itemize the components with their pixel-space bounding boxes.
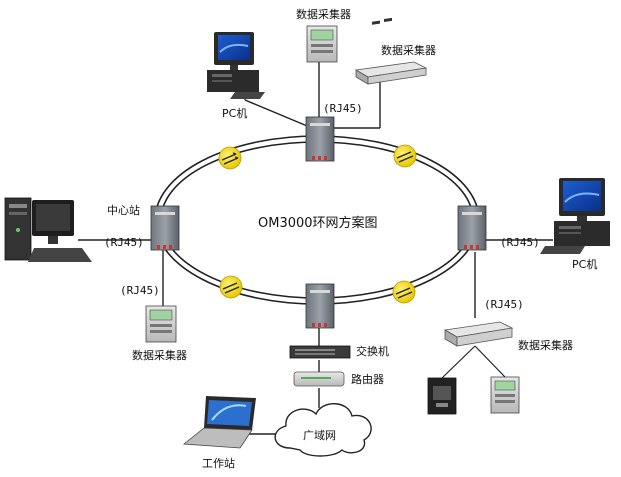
signal-marker bbox=[392, 280, 416, 304]
connection-lines bbox=[78, 62, 553, 435]
label-pc-right: PC机 bbox=[572, 258, 598, 271]
data-collector-top-right-icon bbox=[354, 17, 428, 85]
label-collector-right: 数据采集器 bbox=[518, 339, 573, 352]
switch-icon bbox=[289, 345, 351, 359]
label-collector-top-right: 数据采集器 bbox=[381, 44, 436, 57]
label-router: 路由器 bbox=[351, 373, 384, 386]
data-collector-top-icon bbox=[306, 25, 338, 63]
label-switch: 交换机 bbox=[356, 345, 389, 358]
label-center-station: 中心站 bbox=[107, 204, 140, 217]
ring-device-right bbox=[457, 205, 487, 251]
label-port-top: (RJ45) bbox=[323, 102, 363, 115]
pc-right-icon bbox=[540, 178, 610, 254]
ring-device-top bbox=[305, 116, 335, 162]
label-collector-left: 数据采集器 bbox=[132, 349, 187, 362]
diagram-title: OM3000环网方案图 bbox=[258, 216, 378, 231]
center-station-pc-icon bbox=[4, 197, 92, 262]
meter-gray-icon bbox=[490, 376, 520, 414]
label-port-left-bottom: (RJ45) bbox=[120, 284, 160, 297]
signal-marker bbox=[218, 146, 242, 170]
label-port-right: (RJ45) bbox=[500, 236, 540, 249]
ring-device-left bbox=[150, 205, 180, 251]
label-wan: 广域网 bbox=[303, 429, 336, 442]
wan-cloud-icon bbox=[274, 403, 372, 457]
label-collector-top: 数据采集器 bbox=[296, 8, 351, 21]
ring-device-bottom bbox=[305, 283, 335, 329]
signal-marker bbox=[219, 275, 243, 299]
label-port-left: (RJ45) bbox=[104, 236, 144, 249]
label-workstation: 工作站 bbox=[202, 457, 235, 470]
data-collector-left-icon bbox=[145, 305, 177, 343]
signal-marker bbox=[393, 144, 417, 168]
label-pc-top: PC机 bbox=[222, 107, 248, 120]
workstation-laptop-icon bbox=[182, 396, 256, 449]
router-icon bbox=[293, 371, 345, 387]
data-collector-right-icon bbox=[443, 321, 514, 347]
pc-top-icon bbox=[207, 32, 265, 99]
meter-black-icon bbox=[427, 377, 457, 415]
label-port-right-bottom: (RJ45) bbox=[484, 298, 524, 311]
meter-lines bbox=[441, 345, 506, 379]
